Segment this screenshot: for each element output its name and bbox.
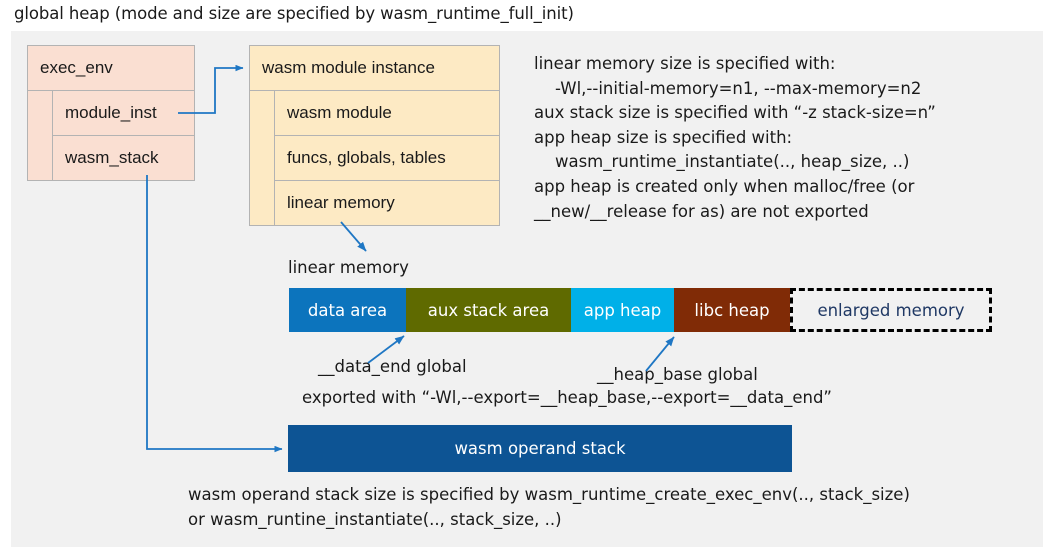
module-instance-header-label: wasm module instance: [262, 58, 435, 77]
exec-env-field-wasm-stack-label: wasm_stack: [65, 148, 159, 167]
module-instance-header: wasm module instance: [249, 45, 500, 91]
operand-stack-note: wasm operand stack size is specified by …: [188, 485, 910, 529]
memory-segment-libc-heap: libc heap: [674, 288, 790, 332]
module-instance-gutter: [249, 91, 275, 226]
memory-segment-libc-heap-label: libc heap: [694, 300, 770, 320]
memory-segment-aux-stack-area-label: aux stack area: [427, 300, 550, 320]
page-title: global heap (mode and size are specified…: [14, 4, 574, 23]
wasm-operand-stack-bar: wasm operand stack: [288, 425, 792, 472]
exec-env-header: exec_env: [27, 45, 195, 91]
annotation-data-end: __data_end global: [318, 357, 467, 376]
module-instance-field-linear-memory-label: linear memory: [287, 193, 395, 212]
exec-env-field-module-inst: module_inst: [53, 91, 195, 136]
exec-env-header-label: exec_env: [40, 58, 113, 77]
memory-segment-app-heap-label: app heap: [583, 300, 662, 320]
annotation-heap-base: __heap_base global: [597, 365, 758, 384]
memory-segment-data-area-label: data area: [307, 300, 388, 320]
module-instance-field-wasm-module: wasm module: [275, 91, 500, 136]
annotation-exported-with: exported with “-Wl,--export=__heap_base,…: [302, 388, 832, 407]
module-instance-field-linear-memory: linear memory: [275, 181, 500, 226]
module-instance-field-wasm-module-label: wasm module: [287, 103, 392, 122]
linear-memory-label: linear memory: [288, 258, 409, 277]
memory-segment-data-area: data area: [289, 288, 406, 332]
module-instance-field-funcs-globals-tables-label: funcs, globals, tables: [287, 148, 446, 167]
memory-segment-aux-stack-area: aux stack area: [406, 288, 571, 332]
exec-env-field-module-inst-label: module_inst: [65, 103, 157, 122]
memory-segment-app-heap: app heap: [571, 288, 674, 332]
exec-env-field-wasm-stack: wasm_stack: [53, 136, 195, 181]
memory-config-note: linear memory size is specified with: -W…: [534, 54, 936, 221]
memory-segment-enlarged-memory-label: enlarged memory: [817, 300, 965, 320]
wasm-operand-stack-label: wasm operand stack: [454, 439, 626, 458]
memory-segment-enlarged-memory: enlarged memory: [790, 288, 992, 332]
module-instance-field-funcs-globals-tables: funcs, globals, tables: [275, 136, 500, 181]
exec-env-gutter: [27, 91, 53, 181]
